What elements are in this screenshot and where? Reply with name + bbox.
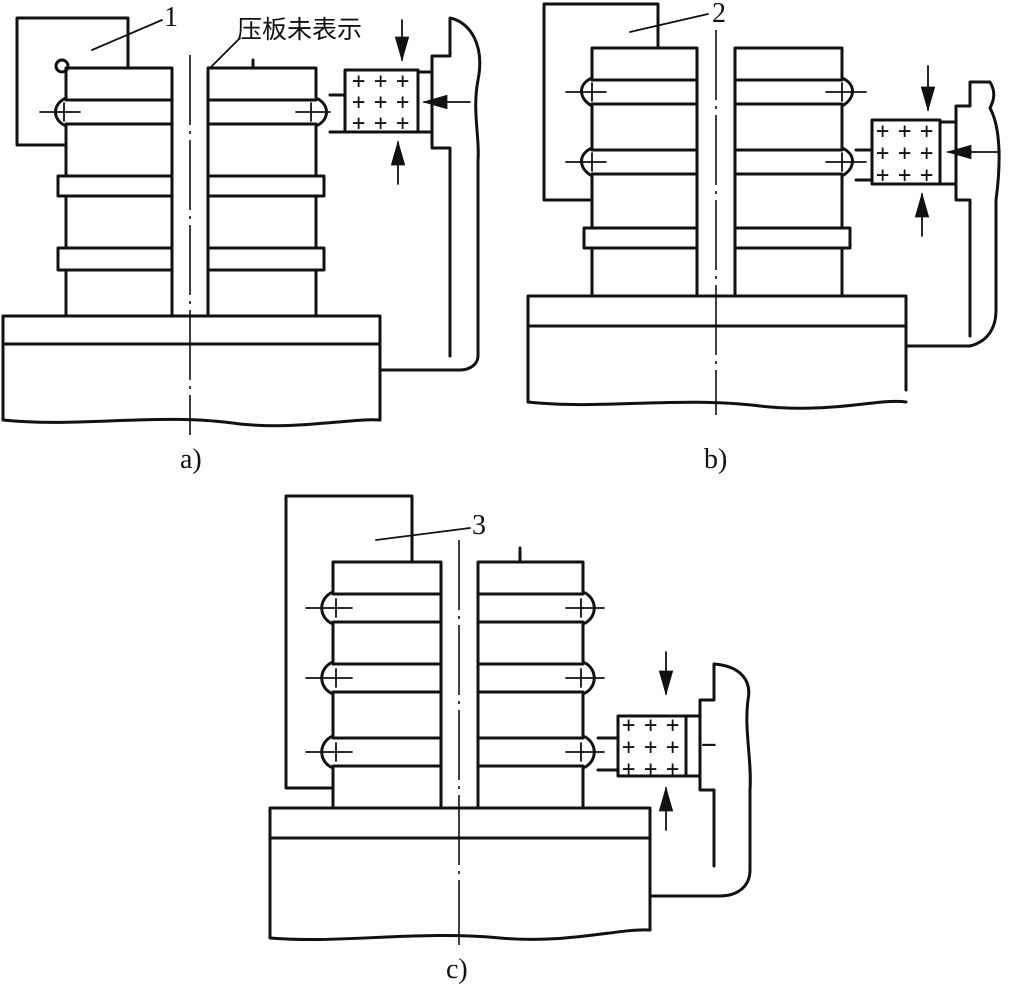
svg-text:+: + — [622, 713, 635, 738]
panel-a-leader-1 — [91, 19, 163, 51]
svg-text:+: + — [374, 69, 387, 94]
panel-a-note: 压板未表示 — [237, 15, 362, 44]
panel-b-bracket — [542, 2, 660, 202]
panel-a-charges: + + + + + + + + + — [352, 69, 409, 136]
panel-a-right-workpiece — [206, 58, 328, 318]
svg-text:+: + — [396, 111, 409, 136]
panel-c-left-workpiece — [320, 560, 443, 810]
panel-a-axis-tick-left — [39, 102, 81, 122]
svg-text:+: + — [666, 757, 679, 782]
svg-text:+: + — [396, 90, 409, 115]
caption-c: c) — [446, 954, 468, 985]
svg-text:+: + — [920, 163, 933, 188]
svg-text:+: + — [666, 735, 679, 760]
svg-text:+: + — [622, 735, 635, 760]
panel-a-pivot — [54, 58, 70, 74]
svg-text:+: + — [876, 141, 889, 166]
panel-a-bracket — [15, 16, 130, 147]
svg-text:+: + — [396, 69, 409, 94]
caption-a: a) — [180, 444, 202, 475]
svg-text:+: + — [644, 735, 657, 760]
panel-b-leader-2 — [629, 13, 709, 33]
panel-c: + + + + + + + + + − 3 c) — [268, 494, 752, 985]
panel-c-fixture — [648, 662, 752, 898]
panel-a-marker-1: 1 — [164, 2, 178, 33]
panel-b-charges: + + + + + + + + + — [876, 119, 933, 188]
panel-b-base — [526, 294, 908, 410]
panel-a-axis-tick-right — [295, 102, 331, 122]
svg-text:+: + — [352, 90, 365, 115]
svg-text:+: + — [374, 111, 387, 136]
panel-c-leader-3 — [375, 527, 471, 541]
panel-b-left-workpiece — [580, 46, 699, 298]
panel-a-leader-note — [209, 37, 241, 69]
panel-b-right-workpiece — [733, 46, 854, 298]
svg-text:+: + — [920, 119, 933, 144]
svg-text:+: + — [644, 713, 657, 738]
svg-text:+: + — [352, 111, 365, 136]
svg-text:+: + — [374, 90, 387, 115]
svg-text:+: + — [898, 163, 911, 188]
panel-c-base — [268, 806, 652, 942]
panel-b-marker-2: 2 — [712, 0, 726, 29]
svg-text:+: + — [898, 141, 911, 166]
panel-c-charges: + + + + + + + + + — [622, 713, 679, 782]
panel-a: + + + + + + + + + 1 压板未表示 a) — [1, 2, 482, 475]
panel-c-marker-3: 3 — [472, 510, 486, 541]
panel-c-bracket — [284, 494, 414, 790]
panel-b: + + + + + + + + + 2 b) — [526, 0, 1001, 475]
svg-text:+: + — [622, 757, 635, 782]
panel-b-axis-ticks — [565, 82, 867, 172]
svg-text:+: + — [898, 119, 911, 144]
svg-text:+: + — [876, 163, 889, 188]
panel-c-minus: − — [701, 730, 717, 760]
svg-text:+: + — [920, 141, 933, 166]
svg-text:+: + — [666, 713, 679, 738]
svg-text:+: + — [876, 119, 889, 144]
panel-c-axis-ticks — [305, 598, 605, 762]
panel-a-base — [1, 314, 382, 428]
svg-text:+: + — [644, 757, 657, 782]
panel-a-left-workpiece — [54, 66, 174, 318]
caption-b: b) — [704, 444, 727, 475]
svg-text:+: + — [352, 69, 365, 94]
